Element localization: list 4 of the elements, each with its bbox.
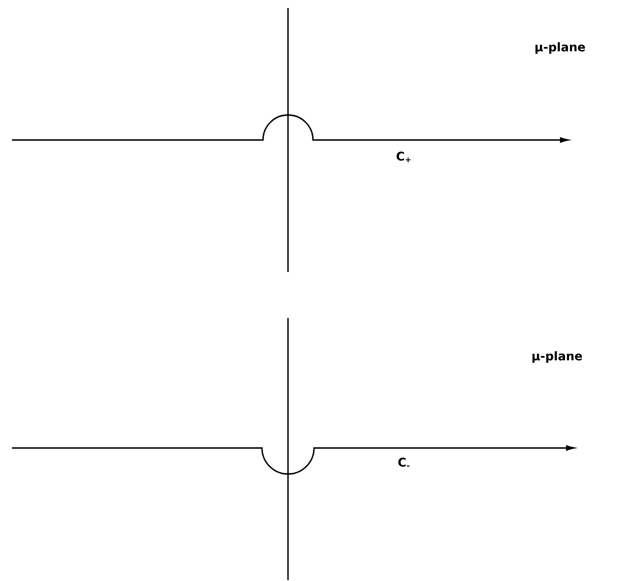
contour-label: C$_{-}$	[398, 458, 410, 467]
plane-label: μ-plane	[532, 351, 582, 363]
contour-label: C$_{+}$	[396, 152, 411, 162]
plane-label: μ-plane	[535, 42, 585, 54]
